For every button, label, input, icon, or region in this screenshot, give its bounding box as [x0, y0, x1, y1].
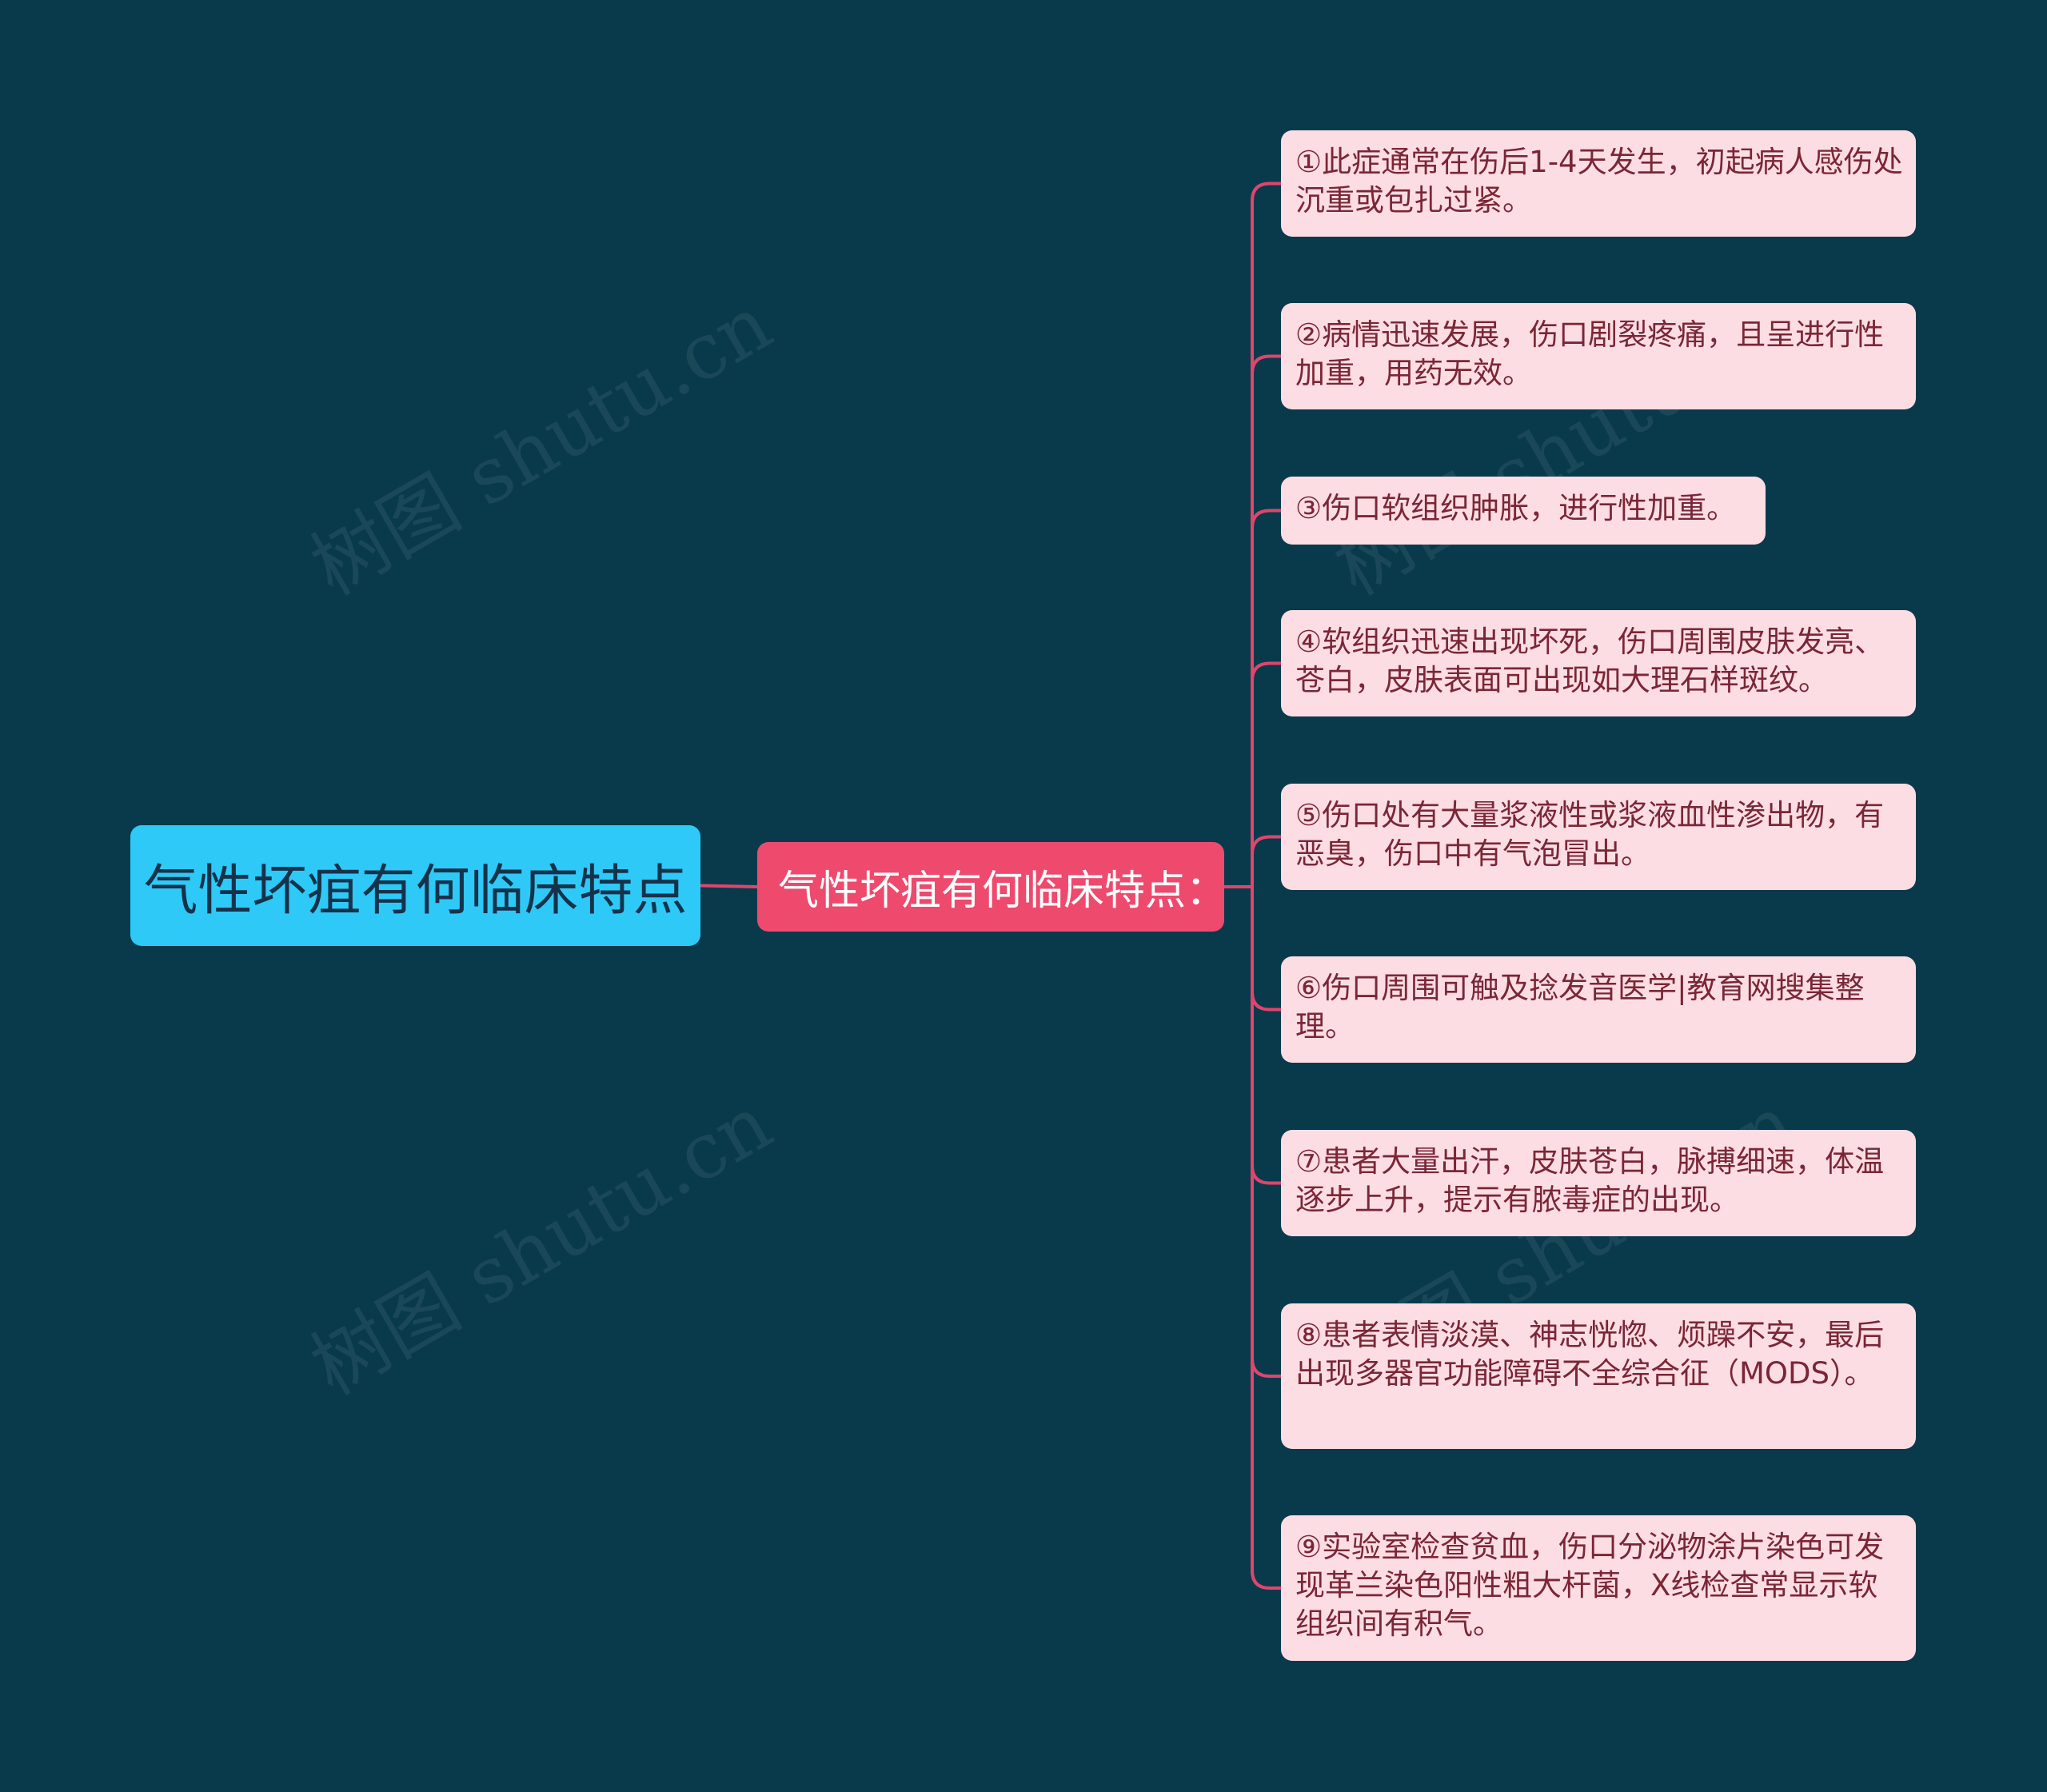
leaf-node-5[interactable]: ⑤伤口处有大量浆液性或浆液血性渗出物，有恶臭，伤口中有气泡冒出。 — [1281, 784, 1916, 890]
leaf-label: ⑥伤口周围可触及捻发音医学|教育网搜集整理。 — [1295, 971, 1865, 1044]
branch-topic-label: 气性坏疽有何临床特点： — [778, 868, 1227, 915]
branch-topic-node[interactable]: 气性坏疽有何临床特点： — [757, 842, 1227, 932]
leaf-connector-4 — [1251, 661, 1283, 888]
root-branch-connector — [699, 884, 759, 888]
leaf-node-7[interactable]: ⑦患者大量出汗，皮肤苍白，脉搏细速，体温逐步上升，提示有脓毒症的出现。 — [1281, 1130, 1916, 1236]
leaf-node-3[interactable]: ③伤口软组织肿胀，进行性加重。 — [1281, 477, 1766, 545]
leaf-connector-5 — [1251, 835, 1283, 888]
root-topic-label: 气性坏疽有何临床特点 — [143, 860, 688, 923]
leaf-label: ③伤口软组织肿胀，进行性加重。 — [1295, 491, 1737, 525]
leaf-connector-3 — [1251, 509, 1283, 888]
connector-group — [699, 182, 1283, 1590]
leaf-connector-9 — [1251, 885, 1283, 1590]
leaf-label: ⑧患者表情淡漠、神志恍惚、烦躁不安，最后出现多器官功能障碍不全综合征（MODS）… — [1295, 1318, 1885, 1391]
leaf-node-4[interactable]: ④软组织迅速出现坏死，伤口周围皮肤发亮、苍白，皮肤表面可出现如大理石样斑纹。 — [1281, 610, 1916, 716]
leaf-label: ④软组织迅速出现坏死，伤口周围皮肤发亮、苍白，皮肤表面可出现如大理石样斑纹。 — [1295, 625, 1885, 697]
leaf-connector-1 — [1251, 182, 1283, 888]
leaf-connector-8 — [1251, 885, 1283, 1378]
leaf-node-6[interactable]: ⑥伤口周围可触及捻发音医学|教育网搜集整理。 — [1281, 956, 1916, 1063]
leaf-connector-7 — [1251, 885, 1283, 1185]
leaf-node-9[interactable]: ⑨实验室检查贫血，伤口分泌物涂片染色可发现革兰染色阳性粗大杆菌，X线检查常显示软… — [1281, 1515, 1916, 1661]
leaf-connector-6 — [1251, 885, 1283, 1012]
leaf-label: ②病情迅速发展，伤口剧裂疼痛，且呈进行性加重，用药无效。 — [1295, 317, 1885, 390]
leaf-node-1[interactable]: ①此症通常在伤后1-4天发生，初起病人感伤处沉重或包扎过紧。 — [1281, 130, 1916, 237]
leaf-connector-2 — [1251, 354, 1283, 888]
leaf-node-8[interactable]: ⑧患者表情淡漠、神志恍惚、烦躁不安，最后出现多器官功能障碍不全综合征（MODS）… — [1281, 1303, 1916, 1449]
leaf-label: ①此症通常在伤后1-4天发生，初起病人感伤处沉重或包扎过紧。 — [1295, 145, 1903, 218]
leaf-label: ⑦患者大量出汗，皮肤苍白，脉搏细速，体温逐步上升，提示有脓毒症的出现。 — [1295, 1144, 1885, 1217]
leaf-node-2[interactable]: ②病情迅速发展，伤口剧裂疼痛，且呈进行性加重，用药无效。 — [1281, 303, 1916, 409]
root-topic-node[interactable]: 气性坏疽有何临床特点 — [130, 825, 700, 946]
leaf-label: ⑨实验室检查贫血，伤口分泌物涂片染色可发现革兰染色阳性粗大杆菌，X线检查常显示软… — [1295, 1530, 1885, 1641]
leaf-label: ⑤伤口处有大量浆液性或浆液血性渗出物，有恶臭，伤口中有气泡冒出。 — [1295, 798, 1885, 871]
